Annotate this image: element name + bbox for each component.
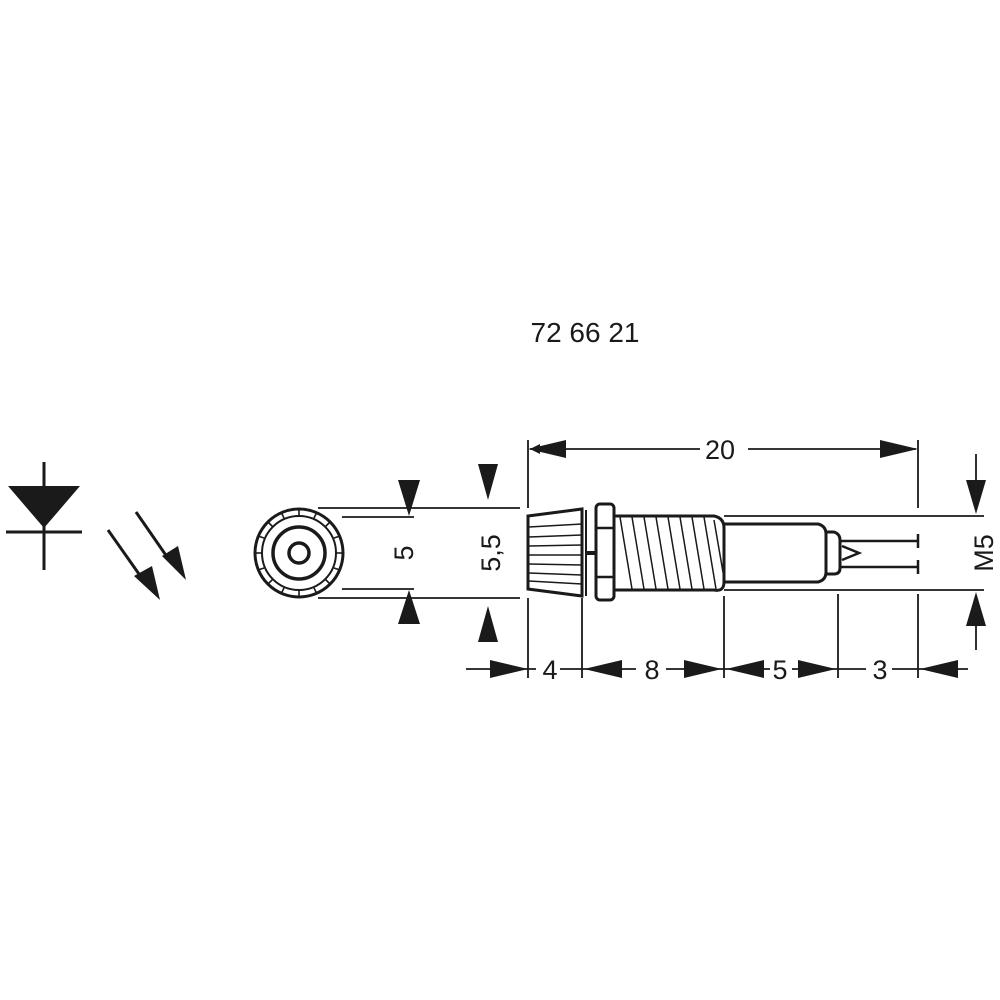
part-number: 72 66 21 [531,317,640,348]
dim-inner-diameter: 5 [389,545,419,560]
dim-outer-diameter: 5,5 [476,534,506,572]
led-symbol-icon [6,462,186,600]
side-extensions [527,440,984,678]
dim-segment-4: 3 [872,655,887,685]
dim-segment-3: 5 [772,655,787,685]
dim-total-length: 20 [705,435,735,465]
dim-segment-2: 8 [644,655,659,685]
side-view [526,502,920,602]
dim-thread: M5 [969,534,999,572]
dim-segment-1: 4 [542,655,557,685]
front-view [253,507,345,599]
front-dimensions [318,507,520,599]
